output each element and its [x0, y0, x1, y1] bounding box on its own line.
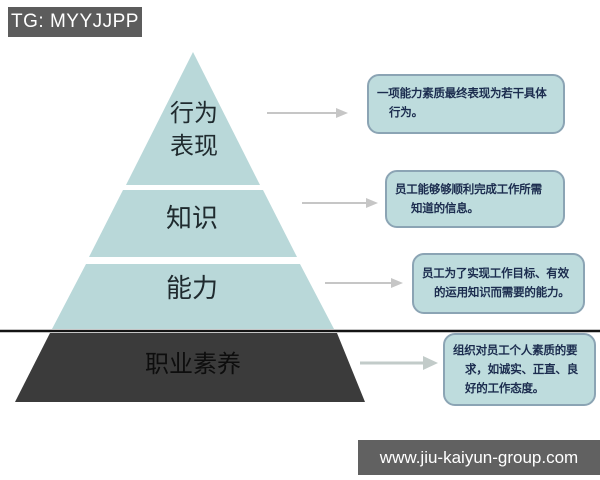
arrow-professionalism	[360, 356, 438, 370]
arrow-knowledge	[302, 198, 378, 208]
pyramid-label-ability: 能力	[165, 273, 218, 303]
pyramid-label-professionalism: 职业素养	[145, 351, 241, 378]
pyramid-label-behavior: 行为 表现	[144, 97, 244, 163]
watermark-badge: TG: MYYJJPP	[8, 7, 142, 37]
arrow-ability	[325, 278, 403, 288]
pyramid-level-professionalism	[15, 333, 365, 402]
callout-knowledge: 员工能够够顺利完成工作所需 知道的信息。	[385, 170, 565, 228]
callout-behavior: 一项能力素质最终表现为若干具体 行为。	[367, 74, 565, 134]
callout-professionalism: 组织对员工个人素质的要 求，如诚实、正直、良 好的工作态度。	[443, 333, 596, 406]
pyramid-level-knowledge	[89, 190, 297, 257]
callout-ability: 员工为了实现工作目标、有效 的运用知识而需要的能力。	[412, 253, 585, 314]
pyramid-label-behavior-line2: 表现	[170, 133, 218, 160]
pyramid-label-behavior-line1: 行为	[170, 100, 218, 127]
pyramid-label-knowledge: 知识	[165, 203, 218, 233]
watermark-website: www.jiu-kaiyun-group.com	[358, 440, 600, 475]
pyramid-level-behavior	[126, 52, 260, 185]
arrow-behavior	[267, 108, 348, 118]
pyramid-level-ability	[52, 264, 334, 329]
